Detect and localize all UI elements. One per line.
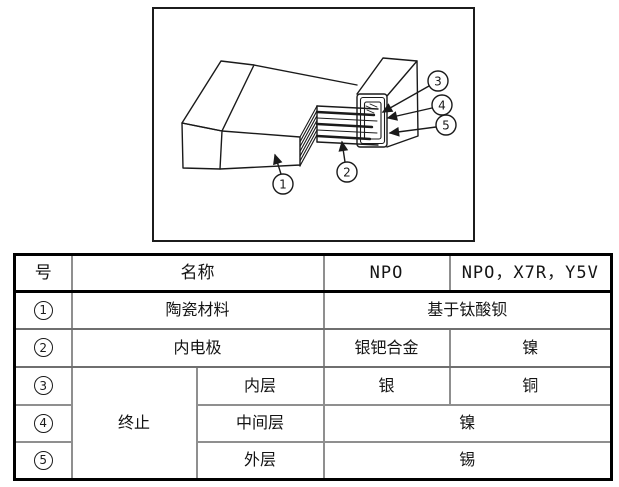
callout-1-circle: [272, 173, 294, 195]
left-cap-top-face: [181, 60, 255, 132]
body-front-face: [219, 130, 301, 170]
mlcc-cutaway-drawing: 1 2 3 4 5: [181, 57, 457, 195]
row2-npo-cell: 银钯合金: [322, 327, 451, 368]
row4-symbol-cell: 4: [13, 403, 73, 443]
row2-symbol-cell: 2: [13, 327, 73, 368]
arrow-5: [388, 126, 437, 137]
row5-value-cell: 锡: [322, 440, 613, 481]
inner-layer-hatch: [365, 103, 378, 114]
circled-3: 3: [33, 376, 53, 395]
spec-table: 号 名称 NPO NPO，X7R，Y5V 1 陶瓷材料 基于钛酸钡 2 内电极 …: [13, 253, 613, 481]
row4-layer-cell: 中间层: [195, 403, 325, 443]
callout-5-circle: [435, 114, 457, 136]
row1-value-cell: 基于钛酸钡: [322, 290, 613, 330]
header-name-cell: 名称: [70, 253, 325, 293]
table-row: 3 终止 内层 银 铜: [13, 365, 613, 481]
row4-value-cell: 镍: [322, 403, 613, 443]
callout-2-circle: [336, 161, 358, 183]
arrow-3: [381, 85, 430, 113]
circled-5: 5: [33, 450, 53, 470]
header-no-cell: 号: [13, 253, 73, 293]
callout-2-label: 2: [343, 166, 351, 180]
table-row: 2 内电极 银钯合金 镍: [13, 327, 613, 368]
row5-symbol-cell: 5: [13, 440, 73, 481]
callout-5-label: 5: [442, 119, 450, 133]
arrow-1: [273, 153, 283, 175]
row2-multi-cell: 镍: [448, 327, 613, 368]
table-row: 1 陶瓷材料 基于钛酸钡: [13, 290, 613, 330]
callout-4-circle: [431, 94, 453, 116]
arrow-4: [386, 107, 433, 121]
circled-1: 1: [33, 300, 53, 320]
callout-1-label: 1: [279, 178, 287, 192]
header-npo-cell: NPO: [322, 253, 451, 293]
row3-multi-cell: 铜: [448, 365, 613, 406]
row2-name-cell: 内电极: [70, 327, 325, 368]
row3-layer-cell: 内层: [195, 365, 325, 406]
circled-2: 2: [33, 338, 53, 357]
body-top-back-edge: [253, 64, 358, 86]
row3-npo-cell: 银: [322, 365, 451, 406]
row5-layer-cell: 外层: [195, 440, 325, 481]
right-cap-block: [356, 57, 419, 148]
termination-group-cell: 终止: [70, 365, 198, 481]
left-cap-front-face: [181, 122, 223, 170]
header-multi-cell: NPO，X7R，Y5V: [448, 253, 613, 293]
capacitor-structure-figure: 1 2 3 4 5: [152, 7, 475, 242]
table-row: 4 中间层 镍: [13, 403, 613, 443]
callout-3-circle: [427, 70, 449, 92]
layer-edge-hatch: [299, 105, 318, 167]
row3-symbol-cell: 3: [13, 365, 73, 406]
circled-4: 4: [33, 413, 53, 433]
callout-4-label: 4: [438, 99, 446, 113]
callout-3-label: 3: [434, 75, 442, 89]
table-row: 5 外层 锡: [13, 440, 613, 481]
arrow-2: [338, 140, 349, 163]
row1-symbol-cell: 1: [13, 290, 73, 330]
row1-name-cell: 陶瓷材料: [70, 290, 325, 330]
